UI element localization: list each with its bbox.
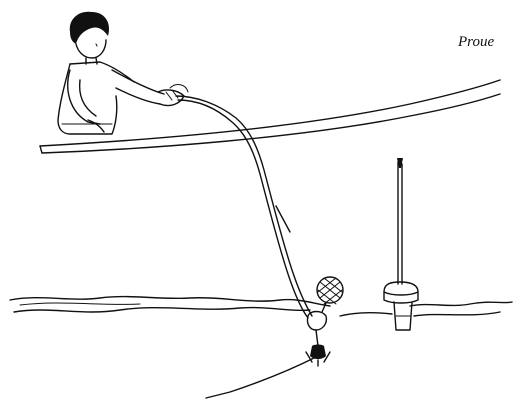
tether-line [340, 313, 392, 316]
seabed-line [206, 358, 314, 398]
anchor-rope [170, 85, 312, 318]
person-hair [70, 12, 109, 44]
pole-buoy [384, 158, 418, 330]
anchor [306, 345, 330, 367]
boat-hull [40, 80, 500, 153]
person [58, 12, 184, 134]
round-buoy [317, 277, 343, 312]
water-surface [10, 297, 512, 316]
bow-label: Proue [458, 34, 494, 51]
person-head [76, 40, 106, 58]
rope-weight [307, 312, 326, 347]
person-hands [158, 90, 184, 106]
